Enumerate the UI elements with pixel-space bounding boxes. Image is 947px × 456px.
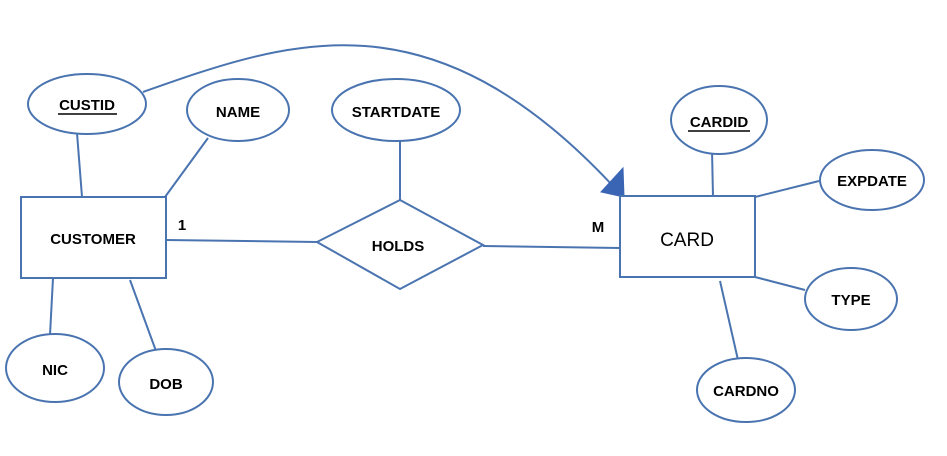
attribute-startdate-label: STARTDATE bbox=[352, 104, 441, 121]
entity-customer-box bbox=[20, 196, 167, 279]
attribute-expdate-ellipse bbox=[819, 149, 925, 211]
attribute-name: NAME bbox=[186, 78, 290, 142]
connectors bbox=[49, 44, 820, 361]
cardno-card-line bbox=[719, 280, 739, 361]
attribute-name-ellipse bbox=[186, 78, 290, 142]
dob-customer-line bbox=[129, 279, 157, 352]
attribute-type-ellipse bbox=[804, 267, 898, 331]
attribute-dob: DOB bbox=[118, 348, 214, 416]
attribute-custid: CUSTID bbox=[27, 73, 147, 135]
attribute-type: TYPE bbox=[804, 267, 898, 331]
relationship-holds-label: HOLDS bbox=[372, 238, 425, 255]
attribute-type-label: TYPE bbox=[831, 292, 870, 309]
attribute-nic: NIC bbox=[5, 333, 105, 403]
nic-customer-line bbox=[49, 277, 54, 336]
attribute-nic-ellipse bbox=[5, 333, 105, 403]
attribute-name-label: NAME bbox=[216, 104, 260, 121]
foreign-key-arrow-line bbox=[142, 44, 614, 187]
attribute-startdate: STARTDATE bbox=[331, 78, 461, 142]
attribute-cardno-label: CARDNO bbox=[713, 383, 779, 400]
attribute-cardno-ellipse bbox=[696, 357, 796, 423]
entity-card: CARD bbox=[619, 195, 756, 278]
cardinality-card: M bbox=[592, 219, 605, 236]
expdate-card-line bbox=[754, 180, 820, 198]
entity-card-box bbox=[619, 195, 756, 278]
attribute-cardid: CARDID bbox=[670, 85, 768, 155]
attribute-cardno: CARDNO bbox=[696, 357, 796, 423]
attribute-dob-label: DOB bbox=[149, 376, 183, 393]
relationship-holds: HOLDS bbox=[314, 198, 486, 291]
entity-customer: CUSTOMER bbox=[20, 196, 167, 279]
custid-customer-line bbox=[76, 132, 83, 198]
attribute-custid-ellipse bbox=[27, 73, 147, 135]
cardid-card-line bbox=[711, 149, 714, 198]
holds-card-line bbox=[482, 245, 621, 249]
attribute-nic-label: NIC bbox=[42, 362, 68, 379]
attribute-custid-label: CUSTID bbox=[59, 97, 115, 114]
cardinality-customer: 1 bbox=[178, 217, 186, 234]
relationship-holds-diamond bbox=[314, 198, 486, 291]
attribute-expdate-label: EXPDATE bbox=[837, 173, 907, 190]
foreign-key-arrowhead bbox=[600, 166, 625, 198]
attribute-cardid-label: CARDID bbox=[690, 114, 748, 131]
type-card-line bbox=[754, 276, 806, 291]
attribute-startdate-ellipse bbox=[331, 78, 461, 142]
name-customer-line bbox=[164, 137, 209, 198]
attribute-dob-ellipse bbox=[118, 348, 214, 416]
attribute-expdate: EXPDATE bbox=[819, 149, 925, 211]
attribute-cardid-ellipse bbox=[670, 85, 768, 155]
entity-customer-label: CUSTOMER bbox=[50, 231, 136, 248]
entity-card-label: CARD bbox=[660, 230, 714, 251]
customer-holds-line bbox=[165, 239, 318, 243]
